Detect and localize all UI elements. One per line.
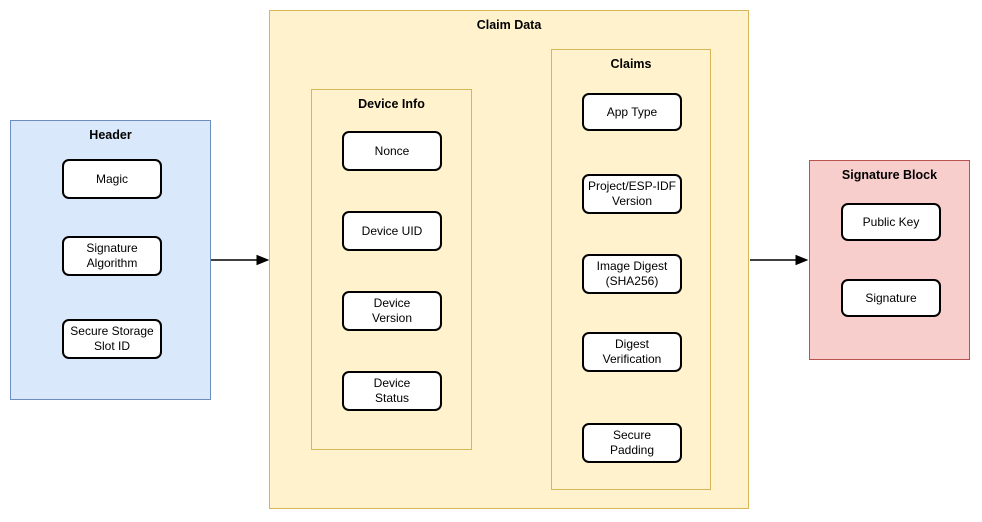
group-claims-title: Claims [610,57,652,71]
node-signature-algorithm: Signature Algorithm [62,236,162,276]
group-device-info: Device Info Nonce Device UID Device Vers… [311,89,472,450]
node-device-uid: Device UID [342,211,442,251]
node-magic: Magic [62,159,162,199]
node-public-key: Public Key [841,203,941,241]
group-claim-data-title: Claim Data [476,18,542,32]
group-header-title: Header [89,128,132,142]
group-signature-block-title: Signature Block [841,168,938,182]
node-secure-storage-slot-id: Secure Storage Slot ID [62,319,162,359]
arrow-claim-data-to-signature-block [750,254,809,266]
node-nonce: Nonce [342,131,442,171]
node-image-digest-sha256: Image Digest (SHA256) [582,254,682,294]
node-device-version: Device Version [342,291,442,331]
group-claim-data: Claim Data Device Info Nonce Device UID … [269,10,749,509]
node-app-type: App Type [582,93,682,131]
node-secure-padding: Secure Padding [582,423,682,463]
node-device-status: Device Status [342,371,442,411]
node-digest-verification: Digest Verification [582,332,682,372]
node-project-esp-idf-version: Project/ESP-IDF Version [582,174,682,214]
group-device-info-title: Device Info [358,97,425,111]
group-signature-block: Signature Block Public Key Signature [809,160,970,360]
node-signature: Signature [841,279,941,317]
group-claims: Claims App Type Project/ESP-IDF Version … [551,49,711,490]
arrow-header-to-claim-data [211,254,270,266]
group-header: Header Magic Signature Algorithm Secure … [10,120,211,400]
